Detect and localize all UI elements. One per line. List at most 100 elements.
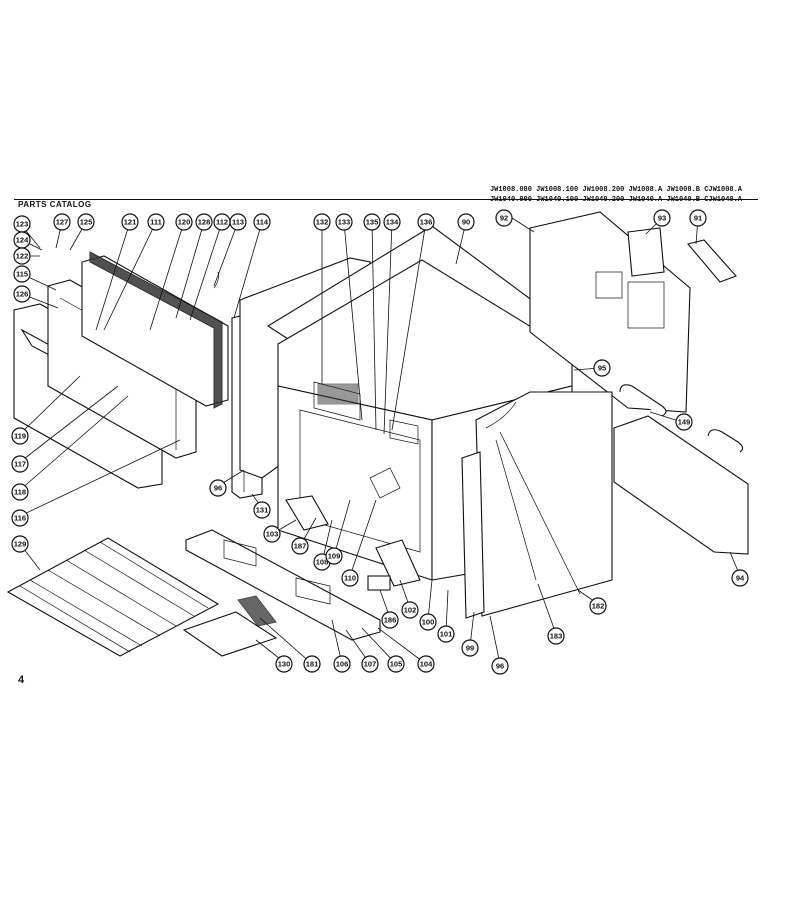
svg-text:122: 122 [16,252,29,261]
lamp-cover [367,575,391,591]
right-side-panel [475,391,613,617]
svg-text:106: 106 [336,660,349,669]
svg-text:128: 128 [198,218,211,227]
svg-text:95: 95 [598,364,606,373]
callout-125: 125 [77,213,95,231]
callout-106: 106 [333,655,351,673]
callout-119: 119 [11,427,29,445]
page-number: 4 [18,674,25,686]
callout-182: 182 [589,597,607,615]
svg-text:104: 104 [420,660,433,669]
svg-text:101: 101 [440,630,453,639]
front-bottom-rail [185,529,381,641]
oven-rack [6,537,220,657]
svg-text:118: 118 [14,488,26,497]
model-numbers-line-1: JW1008.080 JW1008.100 JW1008.200 JW1008.… [489,186,742,194]
wire-harness [485,401,581,595]
svg-text:93: 93 [658,214,666,223]
callout-127: 127 [53,213,71,231]
callout-92: 92 [495,209,513,227]
callout-96-left: 96 [209,479,227,497]
callout-102: 102 [401,601,419,619]
callout-91: 91 [689,209,707,227]
svg-text:181: 181 [306,660,319,669]
svg-text:91: 91 [694,214,702,223]
callout-121: 121 [121,213,139,231]
callout-130: 130 [275,655,293,673]
callout-115: 115 [13,265,31,283]
vent-grille [237,595,277,627]
callout-103: 103 [263,525,281,543]
svg-text:121: 121 [124,218,137,227]
svg-text:129: 129 [14,540,27,549]
svg-text:99: 99 [466,644,474,653]
svg-text:90: 90 [462,218,470,227]
callout-111: 111 [147,213,165,231]
svg-text:100: 100 [422,618,435,627]
bottom-back-panel [613,384,749,555]
svg-text:187: 187 [294,542,307,551]
svg-text:108: 108 [316,558,329,567]
callout-114: 114 [253,213,271,231]
svg-text:105: 105 [390,660,403,669]
callout-135: 135 [363,213,381,231]
callout-124: 124 [13,231,31,249]
svg-text:131: 131 [256,506,269,515]
callout-183: 183 [547,627,565,645]
callout-181: 181 [303,655,321,673]
callout-123: 123 [13,215,31,233]
svg-text:115: 115 [16,270,28,279]
lamp-housing [375,539,421,587]
callout-93: 93 [653,209,671,227]
svg-text:96: 96 [496,662,504,671]
callout-133: 133 [335,213,353,231]
drip-tray [182,611,278,657]
callout-109: 109 [325,547,343,565]
svg-text:130: 130 [278,660,291,669]
svg-text:186: 186 [384,616,397,625]
svg-text:116: 116 [14,514,26,523]
callout-186: 186 [381,611,399,629]
svg-text:94: 94 [736,574,745,583]
model-numbers-line-2: JW1040.900 JW1040.100 JW1040.200 JW1040.… [489,196,742,204]
svg-text:103: 103 [266,530,279,539]
callout-120: 120 [175,213,193,231]
callout-149: 149 [675,413,693,431]
callout-104: 104 [417,655,435,673]
callout-116: 116 [11,509,29,527]
svg-text:117: 117 [14,460,26,469]
callout-90: 90 [457,213,475,231]
header-rule [14,199,758,200]
bracket [627,227,665,277]
svg-text:113: 113 [232,218,244,227]
cabinet-right-strip [461,451,485,619]
callout-118: 118 [11,483,29,501]
callout-94: 94 [731,569,749,587]
svg-text:92: 92 [500,214,508,223]
callout-112: 112 [213,213,231,231]
callout-136: 136 [417,213,435,231]
callout-96-right: 96 [491,657,509,675]
callout-134: 134 [383,213,401,231]
bottom-bracket [285,495,329,531]
leader-lines [19,217,741,665]
callout-132: 132 [313,213,331,231]
svg-text:111: 111 [150,218,162,227]
svg-text:107: 107 [364,660,377,669]
svg-text:112: 112 [216,218,228,227]
svg-text:123: 123 [16,220,29,229]
callout-126: 126 [13,285,31,303]
callout-122: 122 [13,247,31,265]
svg-text:102: 102 [404,606,417,615]
svg-text:119: 119 [14,432,26,441]
svg-text:133: 133 [338,218,351,227]
door-side-trim [213,271,219,289]
svg-text:109: 109 [328,552,341,561]
svg-text:114: 114 [256,218,269,227]
svg-text:149: 149 [678,418,691,427]
callout-128: 128 [195,213,213,231]
callout-107: 107 [361,655,379,673]
svg-text:110: 110 [344,574,356,583]
svg-text:134: 134 [386,218,399,227]
